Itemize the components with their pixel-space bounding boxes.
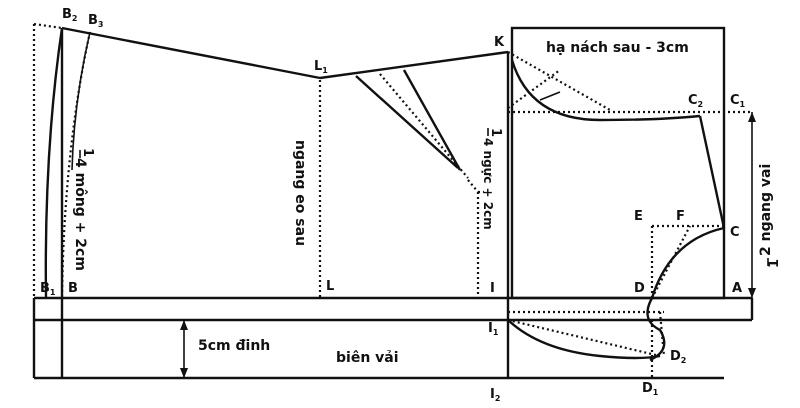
svg-text:1: 1	[80, 148, 95, 157]
point-e: E	[634, 209, 643, 224]
bisector-mark	[539, 91, 561, 101]
d2-vertical	[658, 311, 666, 357]
arrow-down-icon	[180, 368, 188, 378]
point-k: K	[494, 35, 505, 50]
point-l1: L1	[314, 59, 328, 75]
point-b2: B2	[62, 7, 78, 23]
hip-fraction: 1	[80, 148, 95, 157]
point-b: B	[68, 281, 78, 296]
i1-curve	[507, 319, 661, 360]
dart-center	[379, 73, 469, 179]
point-c: C	[730, 225, 740, 240]
svg-text:2 ngang vai: 2 ngang vai	[758, 164, 774, 256]
point-i2: I2	[490, 387, 500, 403]
base-lines	[32, 296, 754, 380]
point-b3: B3	[88, 13, 104, 29]
chest-fraction: 1	[488, 128, 503, 137]
svg-text:ngang eo sau: ngang eo sau	[292, 140, 308, 246]
point-d1: D1	[642, 381, 659, 397]
dart-left	[355, 75, 459, 169]
point-b1: B1	[40, 281, 56, 297]
armhole-section	[507, 26, 752, 378]
point-a: A	[732, 281, 742, 296]
back-body	[32, 22, 510, 378]
point-i1: I1	[488, 321, 499, 337]
shoulder-slope	[698, 115, 726, 229]
top-line-left	[61, 26, 321, 80]
svg-text:1: 1	[767, 259, 782, 268]
svg-text:4 mông + 2cm: 4 mông + 2cm	[72, 158, 88, 271]
point-f: F	[676, 209, 685, 224]
side-curve-b3-solid	[71, 31, 91, 171]
point-c2: C2	[688, 93, 703, 109]
hem-allowance-label: 5cm đinh	[198, 338, 270, 354]
point-d2: D2	[670, 349, 686, 365]
point-i: I	[490, 281, 495, 296]
point-l: L	[326, 279, 334, 294]
waist-width-label: ngang eo sau	[292, 140, 308, 246]
d-curve	[646, 297, 666, 362]
dart-tip	[467, 179, 479, 193]
dart-right	[402, 69, 462, 171]
hip-quarter-label: 4 mông + 2cm	[72, 158, 88, 271]
svg-text:1: 1	[488, 128, 503, 137]
arrow-down-icon	[748, 288, 756, 298]
selvage-label: biên vải	[336, 350, 399, 366]
armhole-frame	[510, 26, 726, 300]
point-d: D	[634, 281, 645, 296]
diag-dotted-1	[507, 51, 611, 111]
back-armhole-curve	[510, 59, 701, 122]
chest-quarter-label: 4 ngực + 2cm	[481, 138, 495, 230]
dimension-arrows	[180, 112, 756, 378]
shoulder-fraction: 1	[767, 259, 782, 268]
armhole-label: hạ nách sau - 3cm	[546, 40, 689, 56]
diag-dotted-2	[507, 69, 561, 109]
side-curve-b1	[44, 27, 64, 299]
arrow-up-icon	[180, 320, 188, 330]
point-labels: B2 B3 K L1 C2 C1 E F C B1 B L I D A I1 D…	[40, 7, 746, 403]
point-c1: C1	[730, 93, 746, 109]
svg-text:4 ngực + 2cm: 4 ngực + 2cm	[481, 138, 495, 230]
measurement-labels: hạ nách sau - 3cm 4 mông + 2cm 1 ngang e…	[72, 40, 782, 366]
shoulder-half-label: 2 ngang vai	[758, 164, 774, 256]
front-armhole-curve	[650, 226, 725, 299]
top-dotted-left	[33, 22, 63, 30]
top-line-right	[319, 50, 509, 80]
arrow-up-icon	[748, 112, 756, 122]
i1-d2-dotted	[507, 318, 661, 358]
